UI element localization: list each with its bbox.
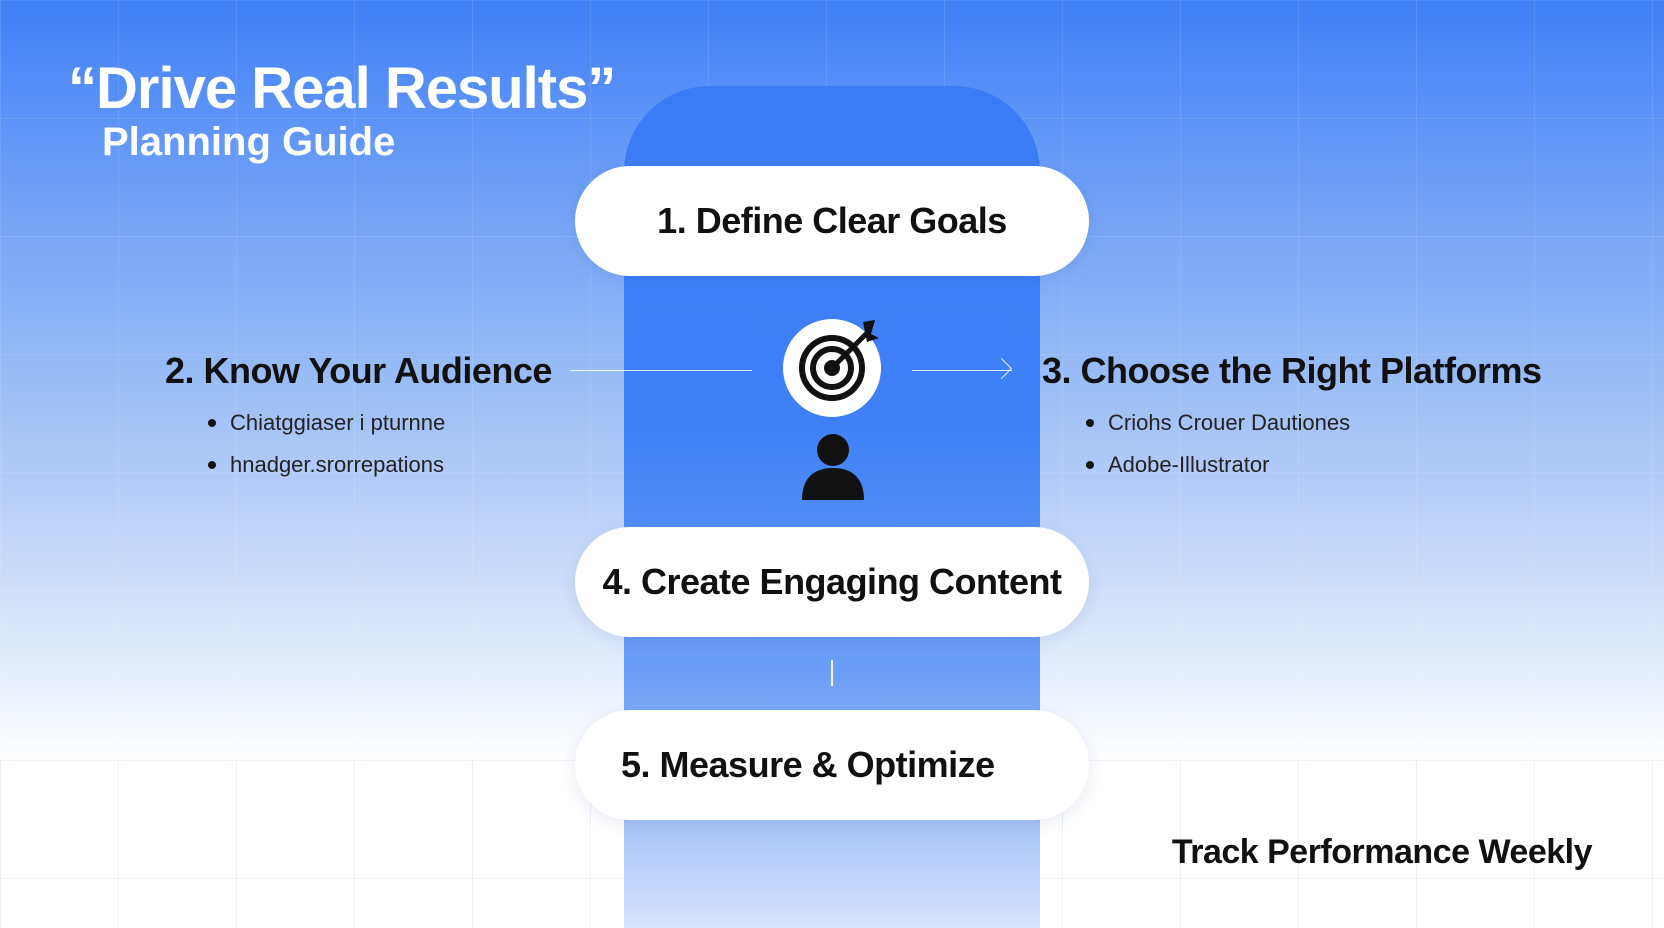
list-item: Criohs Crouer Dautiones [1084, 402, 1350, 444]
page-title: “Drive Real Results” [68, 56, 616, 121]
footer-note: Track Performance Weekly [1171, 833, 1593, 871]
step-1-pill: 1. Define Clear Goals [575, 166, 1089, 276]
step-4-label: 4. Create Engaging Content [602, 561, 1062, 602]
step-2-bullets: Chiatggiaser i pturnne hnadger.srorrepat… [206, 402, 445, 486]
step-5-label: 5. Measure & Optimize [621, 744, 995, 785]
person-icon [802, 434, 864, 500]
list-item: Chiatggiaser i pturnne [206, 402, 445, 444]
connector-tick [831, 660, 833, 686]
step-3-title: 3. Choose the Right Platforms [1042, 350, 1542, 391]
step-3-bullets: Criohs Crouer Dautiones Adobe-Illustrato… [1084, 402, 1350, 486]
page-subtitle: Planning Guide [102, 120, 396, 164]
step-2-title: 2. Know Your Audience [165, 350, 552, 391]
list-item: hnadger.srorrepations [206, 444, 445, 486]
connector-left [570, 370, 752, 371]
step-4-pill: 4. Create Engaging Content [575, 527, 1089, 637]
step-5-pill: 5. Measure & Optimize [575, 710, 1089, 820]
target-with-dart-icon [799, 320, 879, 401]
step-1-label: 1. Define Clear Goals [657, 200, 1007, 241]
list-item: Adobe-Illustrator [1084, 444, 1350, 486]
connector-right [912, 370, 1012, 371]
